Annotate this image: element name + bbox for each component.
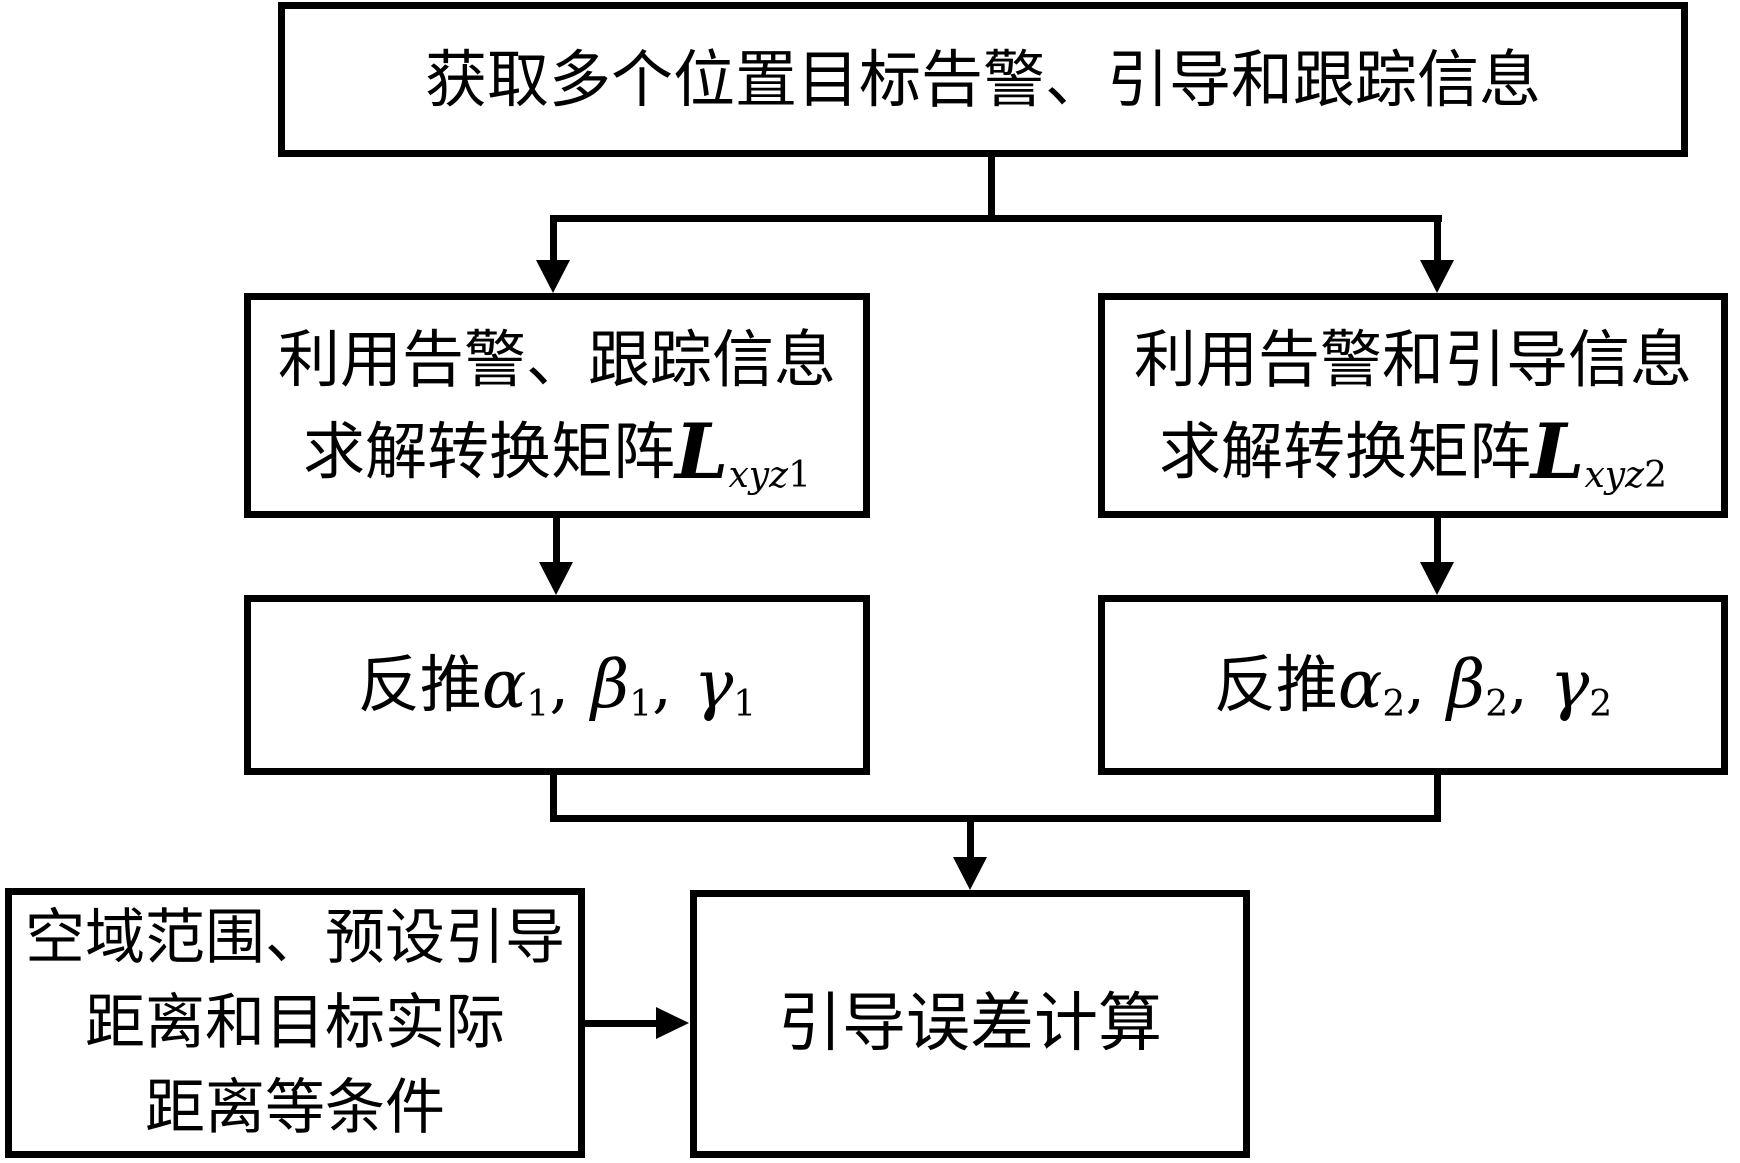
box-text-line1: 利用告警、跟踪信息 — [277, 322, 836, 396]
box-acquire-info: 获取多个位置目标告警、引导和跟踪信息 — [278, 2, 1688, 157]
beta-symbol: β — [1447, 646, 1486, 723]
connector-top-stem — [988, 155, 995, 221]
alpha-symbol: α — [481, 646, 527, 723]
connector-branch-drop-right — [1434, 215, 1441, 263]
box-text-line1: 利用告警和引导信息 — [1133, 322, 1692, 396]
matrix-symbol: L — [675, 406, 729, 496]
connector-branch-drop-left — [550, 215, 557, 263]
beta-subscript: 1 — [629, 684, 653, 725]
box-error-calc: 引导误差计算 — [690, 890, 1250, 1158]
matrix-subscript: xyz — [1584, 454, 1645, 496]
matrix-prefix: 求解转换矩阵 — [1159, 414, 1532, 488]
connector-merge-drop-left — [550, 773, 557, 822]
matrix-subscript: xyz — [728, 454, 789, 496]
connector-solve1-derive1 — [553, 516, 560, 565]
box-text-line2: 距离和目标实际 — [85, 987, 505, 1058]
separator: , — [1405, 648, 1426, 721]
box-conditions: 空域范围、预设引导 距离和目标实际 距离等条件 — [5, 888, 585, 1158]
arrow-right-icon — [656, 1007, 689, 1039]
box-text: 获取多个位置目标告警、引导和跟踪信息 — [424, 42, 1541, 116]
derive-prefix: 反推 — [1213, 648, 1338, 721]
matrix-prefix: 求解转换矩阵 — [303, 414, 676, 488]
connector-merge-line — [550, 815, 1441, 822]
beta-subscript: 2 — [1485, 684, 1509, 725]
beta-symbol: β — [591, 646, 630, 723]
box-text-line1: 空域范围、预设引导 — [25, 902, 565, 973]
gamma-subscript: 2 — [1589, 684, 1613, 725]
connector-merge-drop-right — [1434, 773, 1441, 822]
alpha-symbol: α — [1337, 646, 1383, 723]
matrix-symbol: L — [1531, 406, 1585, 496]
separator: , — [549, 648, 570, 721]
connector-merge-to-calc — [967, 815, 974, 860]
box-text: 引导误差计算 — [778, 987, 1162, 1061]
derive-prefix: 反推 — [357, 648, 482, 721]
arrow-down-icon — [953, 857, 987, 890]
connector-solve2-derive2 — [1434, 516, 1441, 565]
matrix-subscript-digit: 2 — [1644, 454, 1667, 496]
separator: , — [1508, 648, 1528, 721]
connector-conditions-calc — [583, 1020, 659, 1027]
box-text-line3: 距离等条件 — [145, 1073, 445, 1144]
alpha-subscript: 1 — [526, 684, 550, 725]
connector-branch-line — [550, 215, 1442, 222]
gamma-symbol: γ — [693, 646, 734, 723]
alpha-subscript: 2 — [1382, 684, 1406, 725]
arrow-down-icon — [1420, 562, 1454, 595]
gamma-symbol: γ — [1549, 646, 1590, 723]
arrow-down-icon — [1420, 260, 1454, 293]
matrix-subscript-digit: 1 — [788, 454, 811, 496]
separator: , — [652, 648, 672, 721]
arrow-down-icon — [536, 260, 570, 293]
gamma-subscript: 1 — [733, 684, 757, 725]
arrow-down-icon — [539, 562, 573, 595]
